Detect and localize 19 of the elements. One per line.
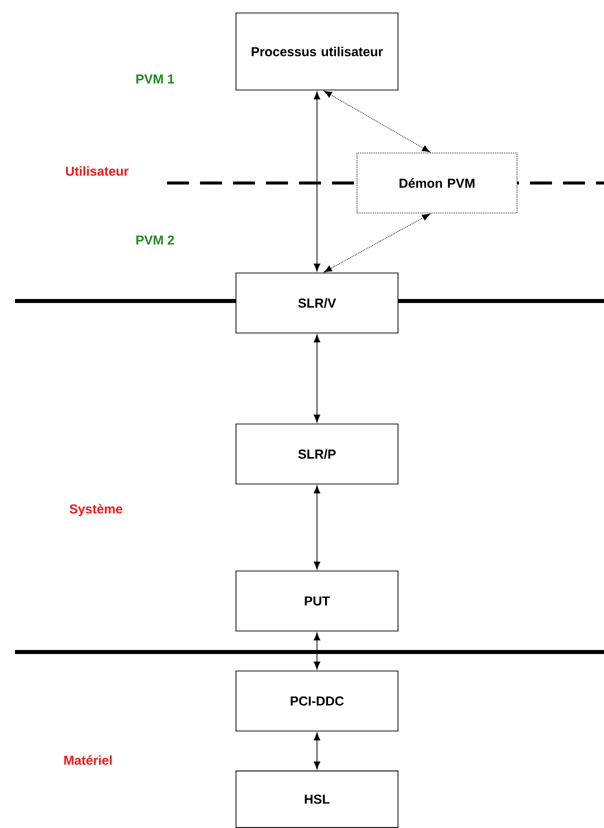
layer-label: PVM 1 xyxy=(136,74,174,84)
arrow xyxy=(324,90,430,152)
arrow xyxy=(314,732,320,770)
process-box: PUT xyxy=(236,570,398,632)
process-box: PCI-DDC xyxy=(236,670,398,732)
process-box: HSL xyxy=(236,770,398,828)
layer-label: Matériel xyxy=(64,755,112,765)
arrow xyxy=(314,486,320,570)
process-box: Processus utilisateur xyxy=(236,12,398,90)
process-box: SLR/V xyxy=(236,272,398,334)
arrow xyxy=(314,334,320,422)
process-box: SLR/P xyxy=(236,424,398,484)
arrow xyxy=(324,214,430,272)
layer-label: Utilisateur xyxy=(66,166,129,176)
layer-label: Système xyxy=(70,504,122,516)
arrow xyxy=(314,632,320,670)
arrow xyxy=(314,92,320,272)
daemon-box: Démon PVM xyxy=(356,152,518,214)
layer-label: PVM 2 xyxy=(136,235,174,245)
